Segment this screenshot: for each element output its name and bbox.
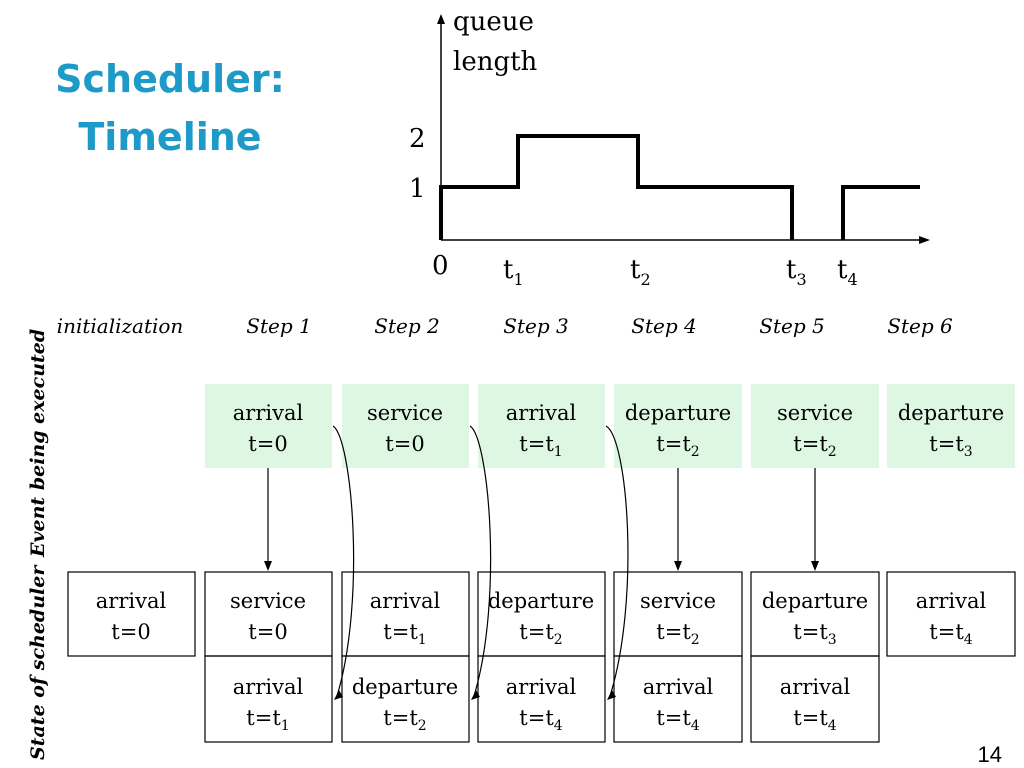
- state-time-step-4-bottom: t=t4: [656, 706, 699, 734]
- y-axis-label-line-2: length: [453, 47, 538, 77]
- step-label-5: Step 5: [759, 314, 824, 338]
- origin-label: 0: [432, 251, 449, 281]
- state-box-step-4-bottom: [613, 655, 743, 743]
- event-box-step-6: [887, 384, 1015, 468]
- step-label-initialization: initialization: [57, 314, 184, 338]
- state-name-step-1-top: service: [230, 589, 306, 613]
- event-name-step-2: service: [367, 401, 443, 425]
- state-top-texts: arrival t=0 service t=0 arrival t=t1 dep…: [96, 589, 987, 648]
- curved-arrowhead-step-2: [334, 690, 343, 700]
- x-tick-t2: t2: [630, 255, 651, 289]
- state-name-step-3-bottom: arrival: [506, 675, 577, 699]
- state-name-step-4-bottom: arrival: [643, 675, 714, 699]
- state-time-step-5-top: t=t3: [793, 620, 836, 648]
- state-time-step-3-top: t=t2: [519, 620, 562, 648]
- state-box-initialization: [67, 571, 196, 657]
- state-name-step-2-top: arrival: [370, 589, 441, 613]
- state-box-step-1-bottom: [204, 655, 333, 743]
- event-box-step-3: [478, 384, 605, 468]
- event-name-step-5: service: [777, 401, 853, 425]
- event-name-step-1: arrival: [233, 401, 304, 425]
- state-time-step-2-bottom: t=t2: [383, 706, 426, 734]
- y-axis-arrowhead: [437, 14, 445, 24]
- state-time-step-1-bottom: t=t1: [246, 706, 289, 734]
- state-time-initialization: t=0: [111, 620, 150, 644]
- state-name-step-6-top: arrival: [916, 589, 987, 613]
- queue-step-line-2: [841, 185, 920, 240]
- state-time-step-3-bottom: t=t4: [519, 706, 562, 734]
- event-time-step-2: t=0: [385, 432, 424, 456]
- arrowhead-step-5: [811, 561, 819, 571]
- event-name-step-4: departure: [625, 401, 731, 425]
- x-axis-arrowhead: [919, 236, 930, 244]
- curved-arrow-step-4: [605, 425, 629, 697]
- page-number: 14: [977, 742, 1002, 767]
- state-box-step-5-bottom: [750, 655, 880, 743]
- state-bottom-boxes: [204, 655, 880, 743]
- curved-arrowhead-step-4: [607, 690, 616, 700]
- state-box-step-6-top: [886, 571, 1016, 657]
- state-time-step-5-bottom: t=t4: [793, 706, 836, 734]
- state-time-step-2-top: t=t1: [383, 620, 426, 648]
- event-name-step-6: departure: [898, 401, 1004, 425]
- state-name-step-5-bottom: arrival: [780, 675, 851, 699]
- state-time-step-4-top: t=t2: [656, 620, 699, 648]
- event-time-step-5: t=t2: [793, 432, 836, 460]
- event-time-step-1: t=0: [248, 432, 287, 456]
- title-line-1: Scheduler:: [55, 57, 285, 101]
- y-tick-1: 1: [409, 174, 426, 204]
- y-tick-2: 2: [409, 124, 426, 154]
- curved-arrows: [332, 425, 629, 697]
- y-axis-label-line-1: queue: [453, 7, 534, 37]
- step-labels: initialization Step 1 Step 2 Step 3 Step…: [57, 314, 953, 338]
- state-name-step-2-bottom: departure: [352, 675, 458, 699]
- step-label-1: Step 1: [246, 314, 311, 338]
- slide-title: Scheduler: Timeline: [20, 50, 320, 166]
- event-name-step-3: arrival: [506, 401, 577, 425]
- queue-step-line-1: [439, 134, 794, 240]
- side-label-state-of-scheduler: State of scheduler: [27, 564, 49, 760]
- curved-arrowheads: [334, 690, 616, 700]
- event-box-step-1: [205, 384, 332, 468]
- arrowhead-step-4: [674, 561, 682, 571]
- title-line-2: Timeline: [78, 115, 262, 159]
- event-box-step-4: [614, 384, 742, 468]
- state-bottom-texts: arrival t=t1 departure t=t2 arrival t=t4…: [233, 675, 851, 734]
- event-boxes: arrival t=0 service t=0 arrival t=t1 dep…: [205, 384, 1015, 468]
- state-name-step-3-top: departure: [488, 589, 594, 613]
- curved-arrow-step-2: [332, 425, 355, 697]
- x-tick-t3: t3: [786, 255, 807, 289]
- curved-arrowhead-step-3: [471, 690, 480, 700]
- queue-length-graph: queue length 2 1 0 t1 t2 t3 t4: [409, 7, 930, 289]
- state-time-step-1-top: t=0: [248, 620, 287, 644]
- straight-arrows: [264, 468, 819, 571]
- side-label-event-being-executed: Event being executed: [27, 329, 49, 558]
- event-time-step-6: t=t3: [929, 432, 972, 460]
- x-tick-t1: t1: [503, 255, 524, 289]
- arrowhead-step-1: [264, 561, 272, 571]
- event-box-step-2: [342, 384, 469, 468]
- state-box-step-3-bottom: [477, 655, 606, 743]
- event-time-step-4: t=t2: [656, 432, 699, 460]
- state-name-step-4-top: service: [640, 589, 716, 613]
- step-label-2: Step 2: [374, 314, 439, 338]
- state-box-step-2-bottom: [341, 655, 470, 743]
- x-tick-t4: t4: [837, 255, 858, 289]
- step-label-4: Step 4: [631, 314, 696, 338]
- event-time-step-3: t=t1: [519, 432, 562, 460]
- event-box-step-5: [751, 384, 879, 468]
- state-name-step-1-bottom: arrival: [233, 675, 304, 699]
- state-name-initialization: arrival: [96, 589, 167, 613]
- state-time-step-6-top: t=t4: [929, 620, 972, 648]
- step-label-3: Step 3: [503, 314, 568, 338]
- curved-arrow-step-3: [469, 425, 492, 697]
- step-label-6: Step 6: [887, 314, 953, 338]
- state-name-step-5-top: departure: [762, 589, 868, 613]
